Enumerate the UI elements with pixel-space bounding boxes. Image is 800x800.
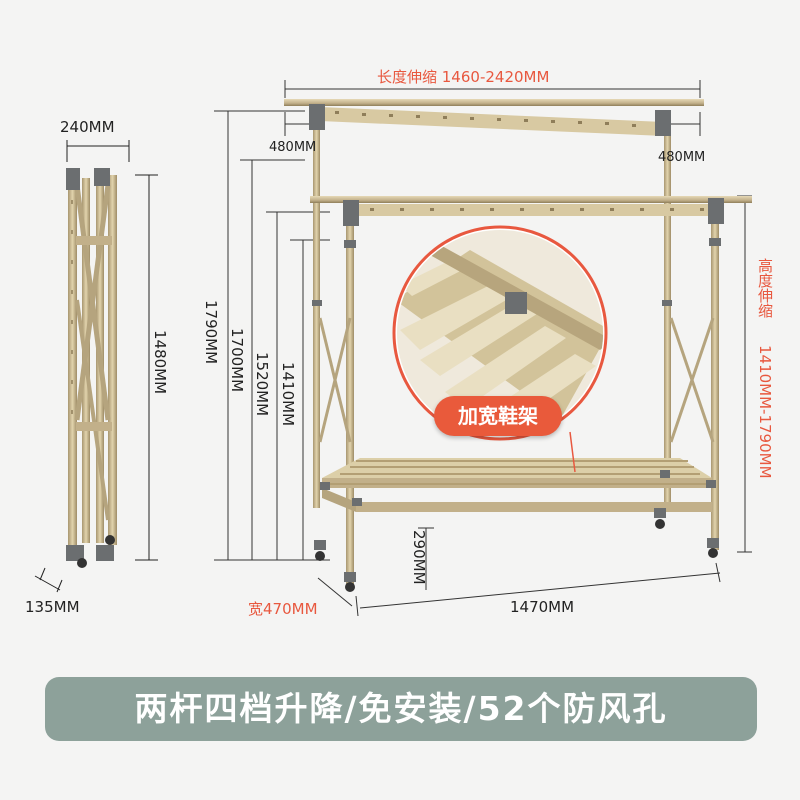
height-1700-label: 1700MM [228, 328, 246, 393]
caster-wheel-icon [314, 508, 719, 592]
height-range-label: 1410MM-1790MM [756, 345, 774, 479]
feature-banner: 两杆四档升降/免安装/52个防风孔 [45, 677, 757, 741]
dimension-lines [214, 80, 752, 617]
right-extension-label: 480MM [658, 150, 706, 165]
fold-depth-label: 135MM [25, 598, 80, 616]
height-1410-label: 1410MM [279, 362, 297, 427]
clothes-rack-icon [284, 99, 752, 590]
magnifier-detail-icon [392, 225, 608, 473]
shelf-height-label: 290MM [410, 530, 428, 585]
fold-width-label: 240MM [60, 118, 115, 136]
left-extension-label: 480MM [269, 140, 317, 155]
height-1790-label: 1790MM [202, 300, 220, 365]
height-range-title: 高度伸缩 [756, 258, 774, 318]
base-width-label: 1470MM [510, 598, 575, 616]
shoe-rack-badge: 加宽鞋架 [434, 396, 562, 436]
height-1520-label: 1520MM [253, 352, 271, 417]
folded-rack-icon [34, 140, 158, 593]
fold-height-label: 1480MM [151, 330, 169, 395]
depth-label: 宽470MM [248, 600, 318, 618]
length-range-label: 长度伸缩 1460-2420MM [377, 68, 550, 86]
